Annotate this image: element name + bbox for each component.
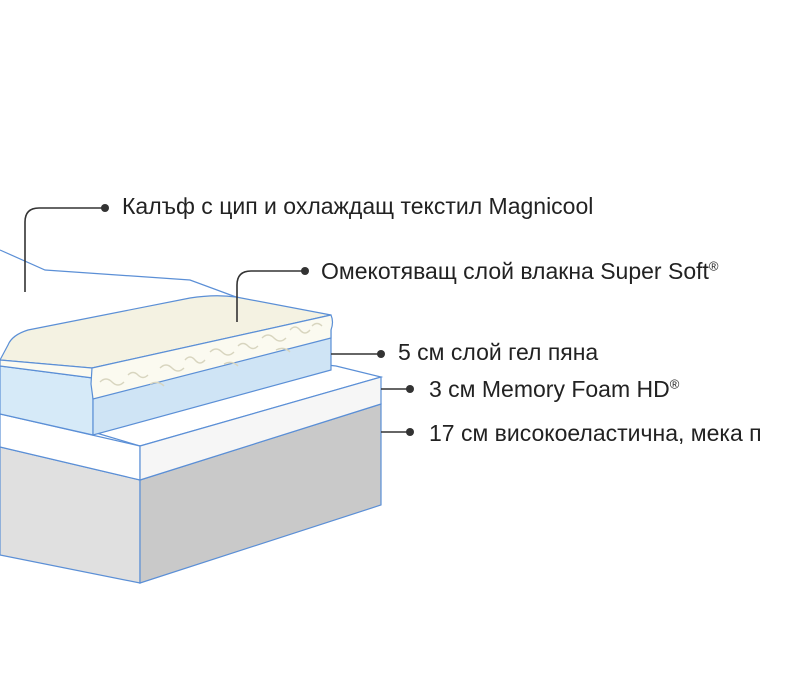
dot-fiber [301,267,309,275]
label-memory-sup: ® [669,376,680,392]
leader-fiber [236,270,305,322]
leader-cover [24,207,105,292]
label-memory: 3 см Memory Foam HD® [429,376,680,402]
dot-gel [377,350,385,358]
label-fiber: Омекотяващ слой влакна Super Soft® [321,258,719,284]
label-cover: Калъф с цип и охлаждащ текстил Magnicool [122,195,593,218]
label-base-text: 17 см високоеластична, мека п [429,420,762,446]
label-gel-text: 5 см слой гел пяна [398,339,599,365]
label-memory-text: 3 см Memory Foam HD [429,376,670,402]
label-base: 17 см високоеластична, мека п [429,422,762,445]
dot-memory [406,385,414,393]
memory-foam-side [139,376,382,481]
cover-outline [0,249,237,298]
label-gel: 5 см слой гел пяна [398,341,598,364]
label-fiber-sup: ® [708,258,719,274]
leader-dots [101,204,414,436]
dot-base [406,428,414,436]
dot-cover [101,204,109,212]
label-cover-text: Калъф с цип и охлаждащ текстил Magnicool [122,193,594,219]
label-fiber-text: Омекотяващ слой влакна Super Soft [321,258,709,284]
leader-lines [24,207,410,433]
fiber-texture [99,322,323,387]
